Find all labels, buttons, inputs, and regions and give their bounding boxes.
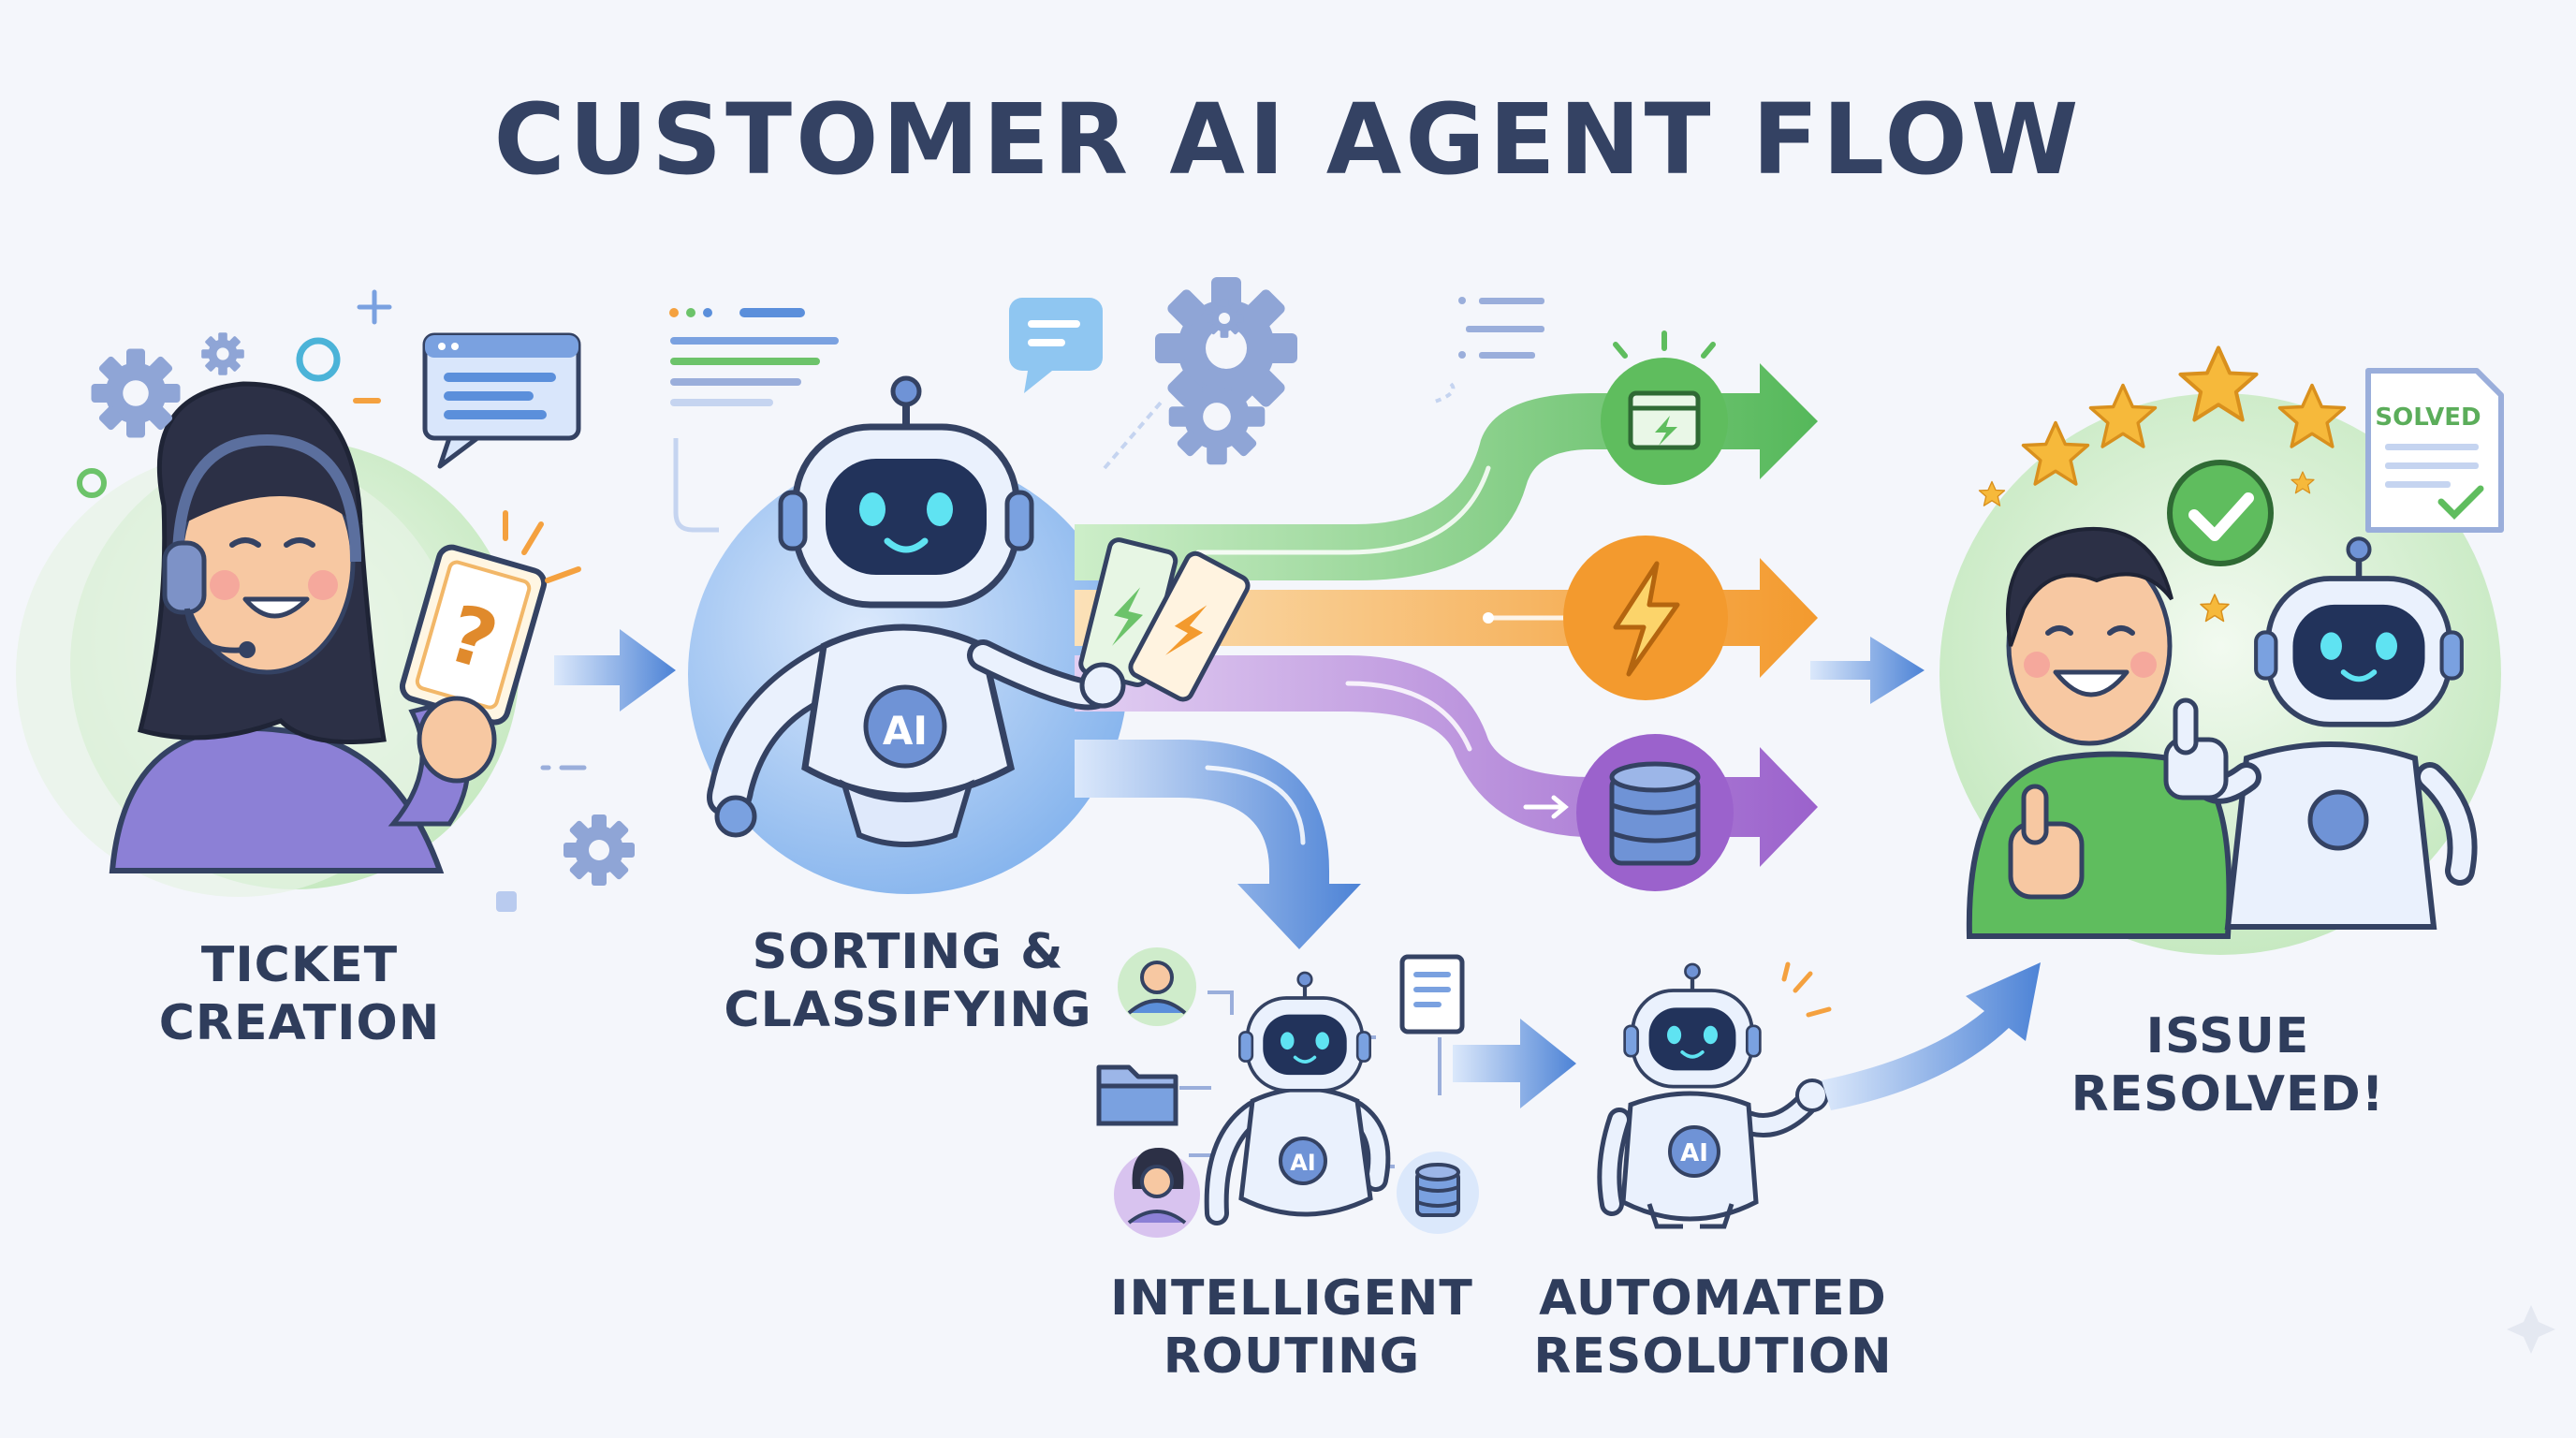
svg-text:AI: AI <box>1680 1139 1708 1167</box>
blue-down-path <box>1075 740 1361 949</box>
robot-badge: AI <box>883 708 928 754</box>
automated-resolution-scene: AI <box>1597 961 1832 1229</box>
flow-arrow <box>1810 637 1925 704</box>
step-label-intelligent-routing: INTELLIGENT ROUTING <box>1110 1270 1473 1385</box>
person-icon <box>1118 947 1196 1026</box>
document-icon: SOLVED <box>2365 368 2504 533</box>
chat-bubble-icon <box>1009 298 1103 393</box>
flow-arrow <box>554 629 676 712</box>
intelligent-routing-scene: AI <box>1096 947 1479 1238</box>
agent-icon <box>1114 1148 1200 1238</box>
step-label-ticket-creation: TICKET CREATION <box>158 937 441 1051</box>
gear-icon <box>201 332 244 375</box>
robot-icon: AI <box>707 378 1251 847</box>
database-icon <box>1397 1152 1479 1234</box>
browser-window-icon <box>1628 390 1701 450</box>
svg-text:AI: AI <box>1290 1150 1316 1176</box>
thumbs-up-icon <box>2163 697 2229 800</box>
gear-icon <box>1205 299 1244 338</box>
database-icon <box>1609 761 1701 866</box>
folder-icon <box>1096 1064 1178 1126</box>
checkmark-icon <box>2167 460 2274 566</box>
orange-path <box>1075 536 1818 700</box>
code-lines-icon <box>669 308 839 533</box>
ticket-creation-scene: ? <box>16 289 635 912</box>
step-label-issue-resolved: ISSUE RESOLVED! <box>2071 1008 2385 1123</box>
solved-stamp: SOLVED <box>2375 404 2481 432</box>
search-icon <box>296 337 341 382</box>
step-label-automated-resolution: AUTOMATED RESOLUTION <box>1533 1270 1893 1385</box>
document-icon <box>1399 954 1465 1034</box>
headset-icon <box>162 433 361 658</box>
issue-resolved-scene: SOLVED <box>1939 348 2504 955</box>
gear-icon <box>1168 368 1266 465</box>
gear-icon <box>91 348 181 438</box>
purple-path <box>1075 655 1818 891</box>
sparkle-icon <box>2507 1305 2555 1354</box>
dot-icon <box>77 468 107 498</box>
flow-arrow <box>1453 1019 1576 1108</box>
green-path <box>1075 330 1818 580</box>
page-title: CUSTOMER AI AGENT FLOW <box>493 82 2083 197</box>
ticket-icon <box>1078 537 1251 702</box>
sorting-classifying-scene: AI <box>669 277 1818 949</box>
thumbs-up-icon <box>2008 784 2085 900</box>
robot-icon: AI <box>1204 973 1391 1225</box>
lightning-icon <box>1613 561 1680 677</box>
gear-icon <box>564 814 635 886</box>
flow-arrow <box>1822 962 2041 1110</box>
plus-icon <box>357 289 392 325</box>
ticket-icon: ? <box>388 510 581 827</box>
robot-icon: AI <box>1597 964 1829 1229</box>
chat-bubble-icon <box>422 332 581 469</box>
robot-icon <box>2163 538 2478 930</box>
step-label-sorting-classifying: SORTING & CLASSIFYING <box>724 924 1092 1038</box>
code-lines-icon <box>1103 297 1544 470</box>
